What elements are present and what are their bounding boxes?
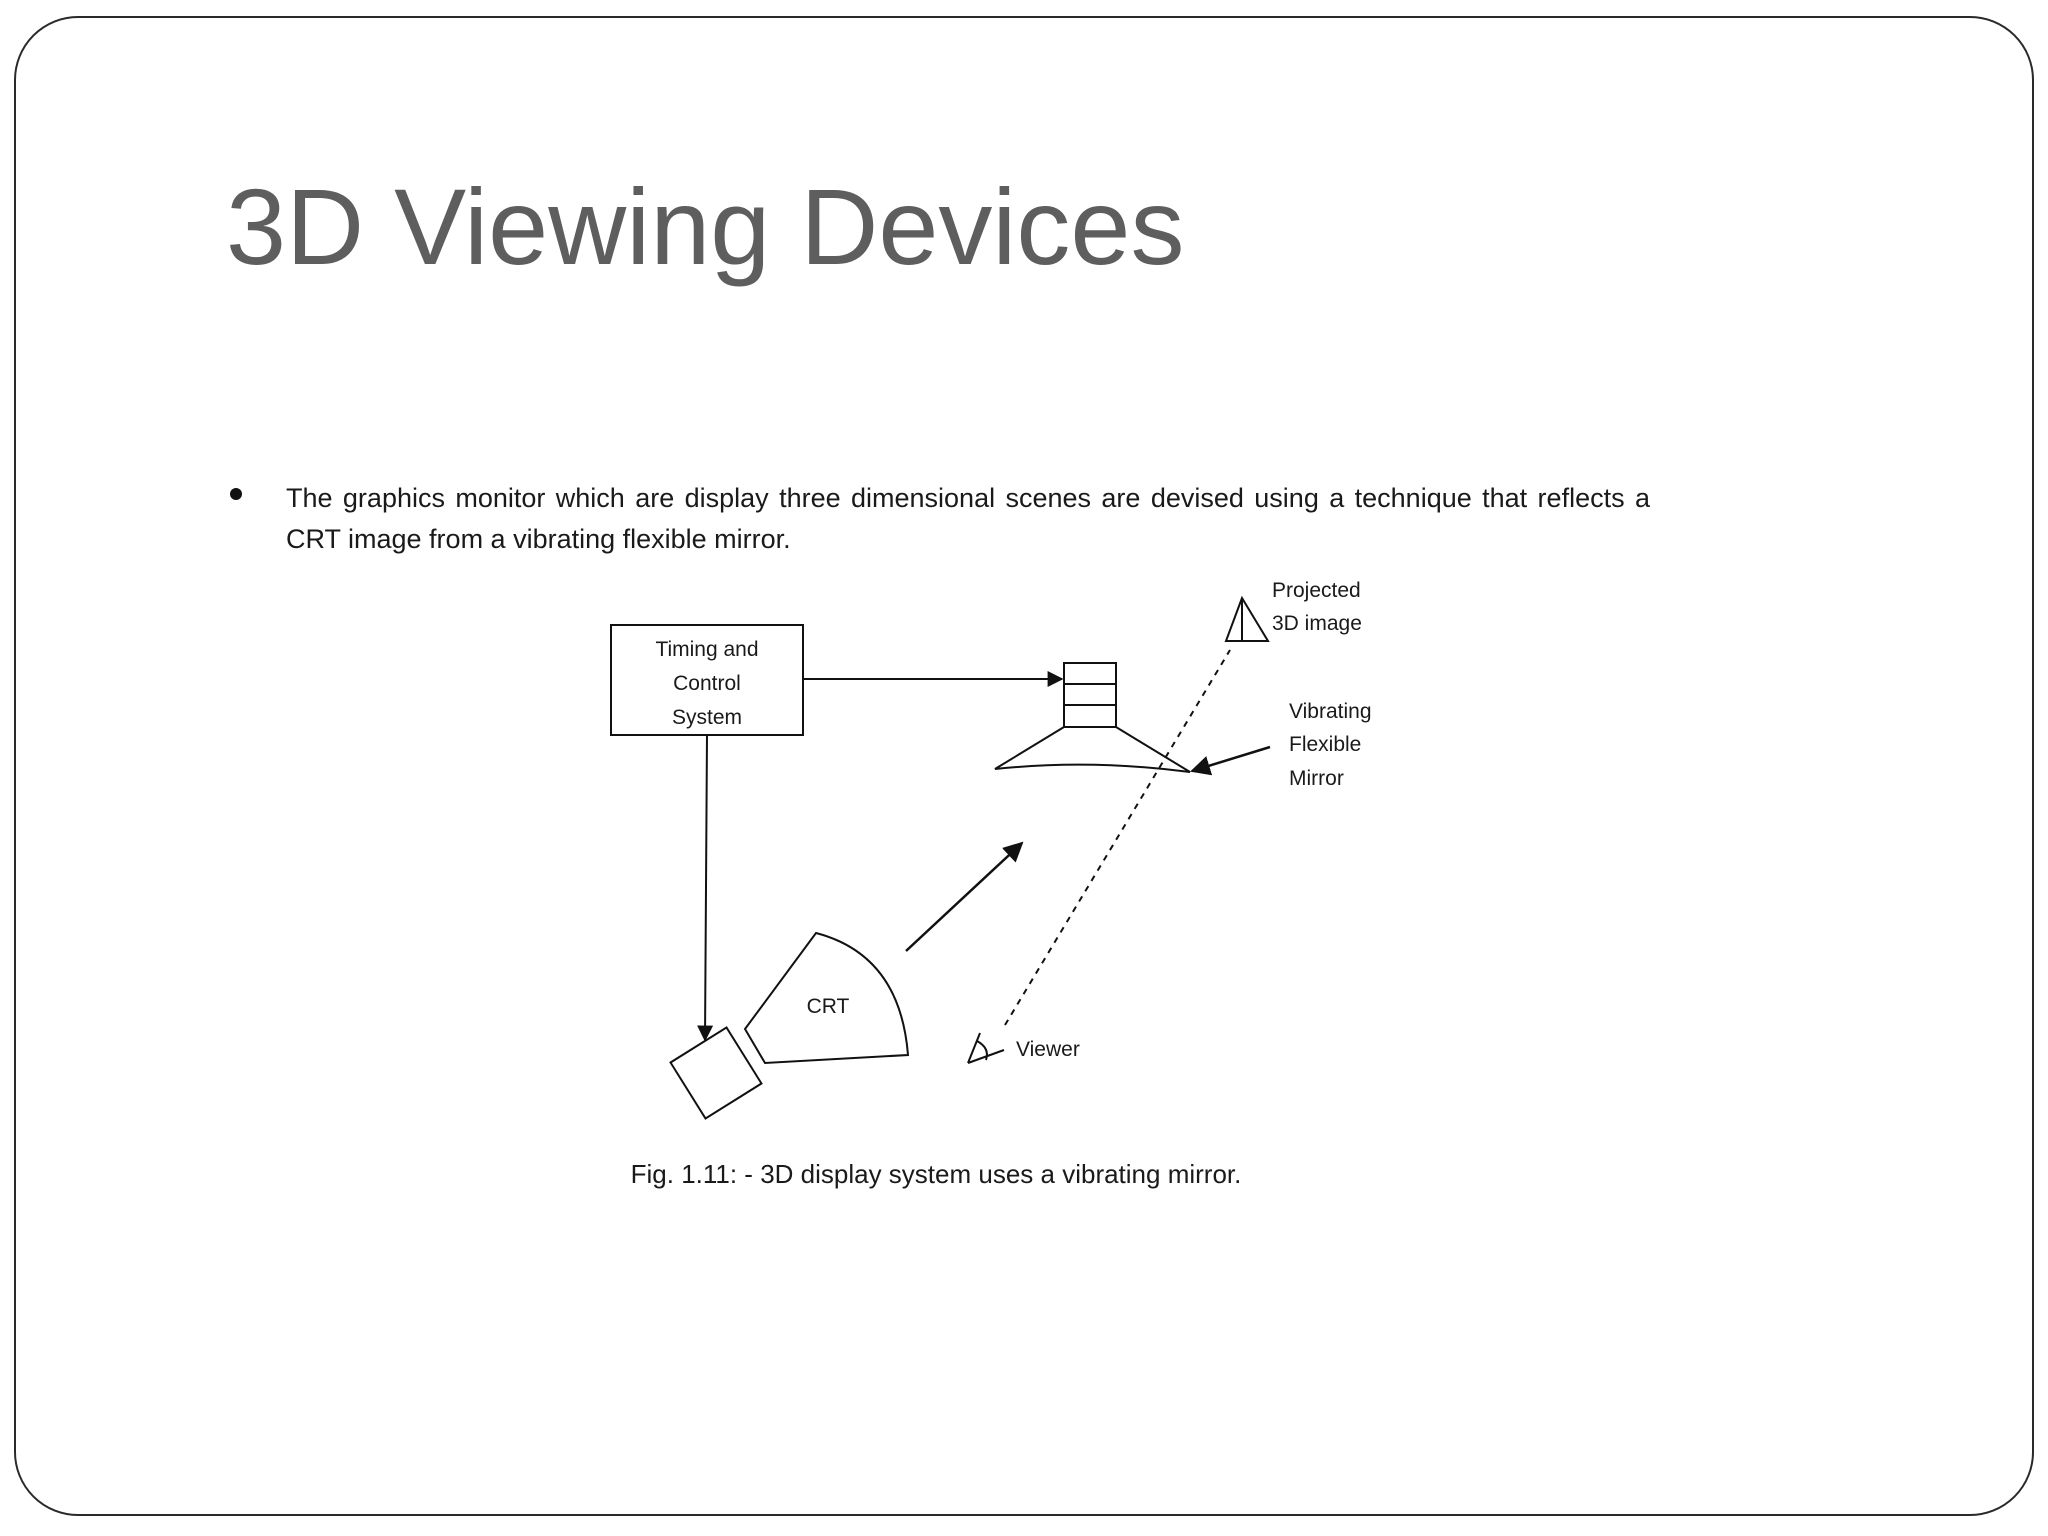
slide-title: 3D Viewing Devices: [226, 166, 1185, 287]
projected-image-icon: [1224, 595, 1270, 642]
crt-light-arrow: [905, 841, 1024, 952]
bullet-text: The graphics monitor which are display t…: [286, 483, 1650, 554]
crt-label: CRT: [807, 995, 850, 1018]
timing-control-box: Timing and Control System: [610, 624, 804, 736]
viewer-eye-icon: [967, 1032, 1005, 1064]
projected-label-line2: 3D image: [1272, 612, 1362, 635]
mirror-label-line2: Flexible: [1289, 733, 1361, 756]
projected-label-line1: Projected: [1272, 579, 1361, 602]
mirror-pointer-arrow: [1190, 745, 1271, 776]
sight-line: [1004, 649, 1231, 1026]
figure-caption: Fig. 1.11: - 3D display system uses a vi…: [631, 1159, 1242, 1189]
mirror-driver-stack: [1063, 662, 1117, 728]
mirror-label-line3: Mirror: [1289, 767, 1344, 790]
viewer-label: Viewer: [1016, 1038, 1080, 1061]
timing-box-line3: System: [672, 706, 742, 729]
arrow-to-crt: [697, 734, 714, 1042]
crt-tube: CRT: [669, 931, 910, 1120]
bullet-dot: [230, 488, 242, 500]
timing-box-line2: Control: [673, 672, 741, 695]
mirror-label-line1: Vibrating: [1289, 700, 1372, 723]
vibrating-mirror: [994, 726, 1191, 773]
timing-box-line1: Timing and: [655, 638, 758, 661]
